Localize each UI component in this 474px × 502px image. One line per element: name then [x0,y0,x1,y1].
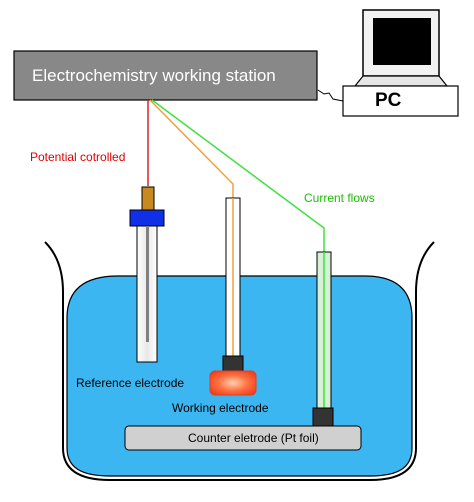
pc-box [342,85,459,117]
working-wire [149,99,234,198]
reference-electrode-label: Reference electrode [76,376,185,390]
counter-electrode-label: Counter eletrode (Pt foil) [188,431,319,445]
beaker-outline [44,241,435,481]
counter-plate [124,425,362,451]
pc-cable [317,89,344,102]
pc-monitor [353,9,449,87]
station-label: Electrochemistry working station [32,66,276,85]
pc-label: PC [375,90,402,111]
counter-wire [151,99,325,252]
current-flows-label: Current flows [304,191,375,205]
counter-electrode [312,251,334,427]
reference-electrode [129,186,165,363]
working-electrode [209,197,257,396]
potential-controlled-label: Potential cotrolled [30,150,126,164]
station-box [13,50,318,101]
working-electrode-label: Working electrode [172,401,269,415]
